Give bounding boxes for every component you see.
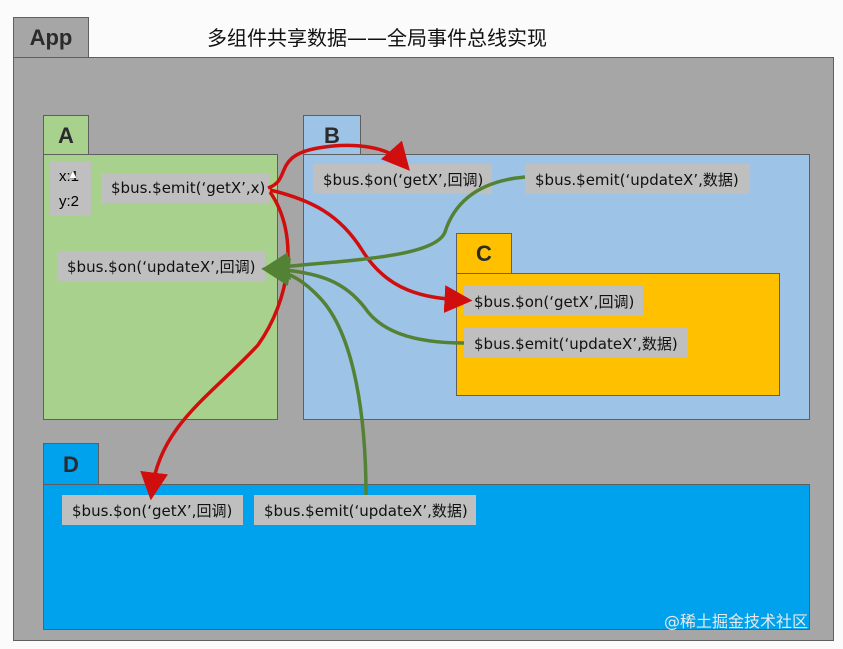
- app-label: App: [29, 25, 73, 50]
- b-emit-updatex: $bus.$emit(‘updateX’,数据): [525, 164, 750, 194]
- cursor-icon: ▲: [67, 167, 79, 181]
- component-a-tab: A: [43, 115, 89, 155]
- green-arrow-from-c: [261, 256, 465, 345]
- component-d-tab: D: [43, 443, 99, 485]
- page-title: 多组件共享数据——全局事件总线实现: [207, 26, 547, 50]
- c-on-getx: $bus.$on(‘getX’,回调): [464, 286, 643, 316]
- c-emit-updatex: $bus.$emit(‘updateX’,数据): [464, 328, 688, 358]
- red-arrow-to-c: [269, 188, 473, 314]
- component-c-label: C: [476, 241, 492, 266]
- watermark: @稀土掘金技术社区: [664, 612, 809, 631]
- component-b-label: B: [324, 122, 340, 148]
- a-on-updatex: $bus.$on(‘updateX’,回调): [57, 251, 265, 281]
- state-y: y:2: [59, 193, 80, 210]
- component-a-state: x:1 y:2: [50, 161, 91, 216]
- component-a-label: A: [58, 122, 74, 148]
- a-emit-getx: $bus.$emit(‘getX’,x): [101, 173, 270, 203]
- d-emit-updatex: $bus.$emit(‘updateX’,数据): [254, 495, 476, 525]
- component-d-label: D: [63, 451, 79, 477]
- red-arrow-to-b: [267, 140, 410, 190]
- green-arrow-from-b: [261, 175, 526, 281]
- state-x: x:1: [59, 168, 80, 185]
- red-arrow-to-d: [140, 190, 290, 501]
- app-tab: App: [13, 17, 89, 58]
- component-c-tab: C: [456, 233, 512, 274]
- green-arrow-from-d: [261, 258, 368, 496]
